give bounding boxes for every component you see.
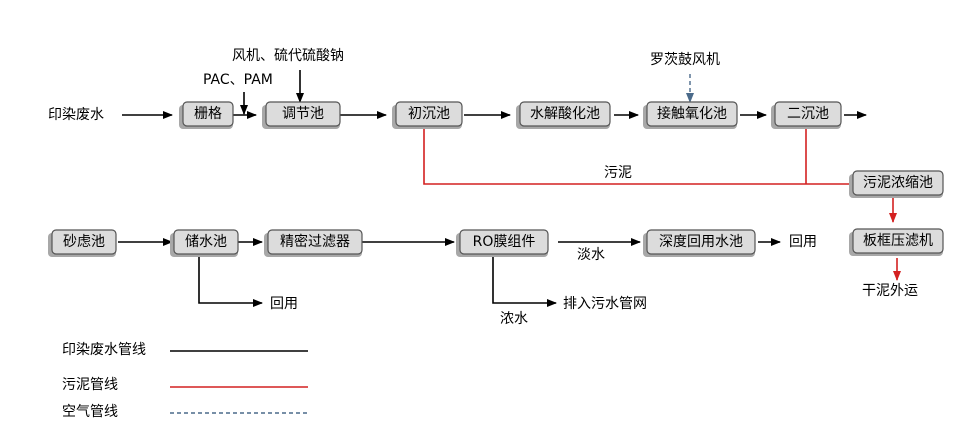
node-sand-filter-label: 砂虑池 (63, 234, 105, 250)
node-precision-filter-label: 精密过滤器 (280, 233, 350, 250)
node-storage-label: 储水池 (185, 234, 227, 250)
label-chem-top: 风机、硫代硫酸钠 (232, 48, 344, 64)
node-filter-press-label: 板框压滤机 (863, 233, 933, 249)
node-deep-reuse: 深度回用水池 (643, 229, 756, 257)
label-concentrate: 浓水 (500, 311, 528, 327)
label-fresh-water: 淡水 (577, 247, 605, 263)
node-sand-filter: 砂虑池 (48, 229, 117, 257)
label-dry-sludge: 干泥外运 (862, 283, 918, 299)
node-storage: 储水池 (170, 229, 239, 257)
node-ro-label: RO膜组件 (473, 234, 536, 250)
legend-sludge-label: 污泥管线 (62, 377, 118, 393)
legend-air-label: 空气管线 (62, 404, 118, 420)
label-influent: 印染废水 (48, 107, 104, 123)
node-sludge-thickener-label: 污泥浓缩池 (863, 175, 933, 191)
label-discharge: 排入污水管网 (563, 296, 647, 312)
node-deep-reuse-label: 深度回用水池 (659, 234, 743, 250)
node-equalization: 调节池 (262, 101, 341, 129)
label-reuse-1: 回用 (789, 234, 817, 250)
node-precision-filter: 精密过滤器 (264, 229, 363, 257)
label-chem-pac: PAC、PAM (203, 72, 273, 88)
node-sludge-thickener: 污泥浓缩池 (849, 170, 944, 198)
label-sludge: 污泥 (604, 165, 632, 181)
node-grid: 栅格 (179, 101, 234, 129)
node-ro: RO膜组件 (456, 229, 549, 257)
flow-storage-reuse (198, 255, 263, 307)
node-grid-label: 栅格 (194, 106, 222, 122)
legend-wastewater-label: 印染废水管线 (62, 342, 146, 358)
node-primary: 初沉池 (392, 101, 463, 129)
node-secondary: 二沉池 (771, 101, 842, 129)
node-contact-oxidation-label: 接触氧化池 (657, 105, 727, 122)
node-secondary-label: 二沉池 (787, 106, 829, 122)
label-blower: 罗茨鼓风机 (650, 52, 720, 68)
flow-ro-concentrate (492, 255, 557, 307)
node-primary-label: 初沉池 (408, 105, 450, 122)
node-hydrolysis-label: 水解酸化池 (530, 106, 600, 122)
node-filter-press: 板框压滤机 (849, 228, 944, 256)
legend: 印染废水管线 污泥管线 空气管线 (62, 342, 308, 420)
node-equalization-label: 调节池 (282, 106, 324, 122)
node-contact-oxidation: 接触氧化池 (643, 101, 738, 129)
label-reuse-2: 回用 (270, 296, 298, 312)
sludge-primary-line (423, 128, 852, 185)
node-hydrolysis: 水解酸化池 (516, 101, 611, 129)
